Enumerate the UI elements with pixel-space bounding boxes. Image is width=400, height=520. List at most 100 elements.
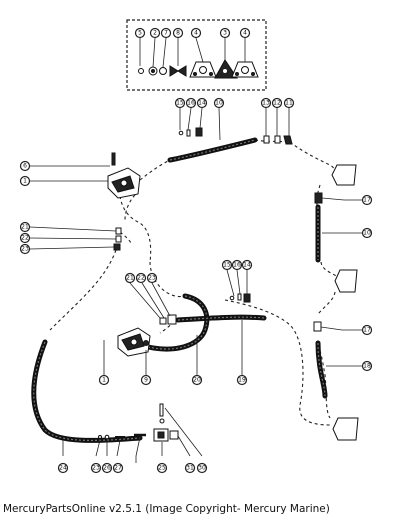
svg-text:23: 23 xyxy=(21,246,29,253)
svg-text:10: 10 xyxy=(215,100,223,107)
svg-text:7: 7 xyxy=(164,30,168,37)
svg-text:5: 5 xyxy=(138,30,142,37)
callout-22-middle: 22 xyxy=(135,272,147,284)
pump-screw xyxy=(111,152,116,166)
svg-text:22: 22 xyxy=(21,235,29,242)
svg-text:14: 14 xyxy=(243,262,251,269)
callout-23-bottom: 23 xyxy=(90,462,102,474)
callout-22-left: 22 xyxy=(19,232,31,244)
callout-16-top: 16 xyxy=(185,97,197,109)
callout-12: 12 xyxy=(271,97,283,109)
svg-text:17: 17 xyxy=(363,327,371,334)
svg-text:20: 20 xyxy=(193,377,201,384)
callout-4-kit-left: 4 xyxy=(190,27,202,39)
diaphragm-left xyxy=(189,61,217,78)
callout-11: 11 xyxy=(283,97,295,109)
callout-21-left: 21 xyxy=(19,221,31,233)
svg-text:17: 17 xyxy=(363,197,371,204)
svg-text:3: 3 xyxy=(223,30,227,37)
svg-text:6: 6 xyxy=(23,163,27,170)
svg-text:22: 22 xyxy=(137,275,145,282)
callout-15-top: 15 xyxy=(174,97,186,109)
callout-23-middle: 23 xyxy=(146,272,158,284)
callout-26-bottom-a: 26 xyxy=(101,462,113,474)
svg-text:9: 9 xyxy=(144,377,148,384)
callout-24: 24 xyxy=(57,462,69,474)
svg-text:4: 4 xyxy=(243,30,247,37)
callout-4-kit-right: 4 xyxy=(239,27,251,39)
svg-text:8: 8 xyxy=(176,30,180,37)
callout-2-kit: 2 xyxy=(149,27,161,39)
svg-text:2: 2 xyxy=(153,30,157,37)
callout-25: 25 xyxy=(156,462,168,474)
right-canister-top xyxy=(331,164,357,186)
hose-middle-upper xyxy=(137,293,210,352)
callout-30: 30 xyxy=(196,462,208,474)
upper-fuel-pump xyxy=(107,152,141,199)
svg-text:14: 14 xyxy=(198,100,206,107)
svg-text:4: 4 xyxy=(194,30,198,37)
callout-14-middle: 14 xyxy=(241,259,253,271)
svg-text:16: 16 xyxy=(233,262,241,269)
callout-23-left: 23 xyxy=(19,243,31,255)
middle-right-fittings xyxy=(229,293,251,303)
svg-text:24: 24 xyxy=(59,465,67,472)
svg-text:15: 15 xyxy=(223,262,231,269)
callout-6: 6 xyxy=(19,160,31,172)
diaphragm-center xyxy=(214,59,238,79)
callout-18: 18 xyxy=(361,360,373,372)
middle-fittings xyxy=(159,314,177,325)
svg-text:13: 13 xyxy=(262,100,270,107)
kit-inset-border xyxy=(126,19,267,91)
svg-text:11: 11 xyxy=(285,100,293,107)
hose-middle-lower xyxy=(175,314,267,323)
svg-text:1: 1 xyxy=(102,377,106,384)
svg-text:27: 27 xyxy=(114,465,122,472)
callout-10-right: 10 xyxy=(361,227,373,239)
callout-15-middle: 15 xyxy=(221,259,233,271)
callout-5-kit: 5 xyxy=(134,27,146,39)
fitting-17-lower xyxy=(313,321,322,332)
lower-fuel-pump xyxy=(117,327,151,357)
callout-8-kit: 8 xyxy=(172,27,184,39)
svg-text:30: 30 xyxy=(198,465,206,472)
valve-part xyxy=(159,67,167,75)
svg-text:26: 26 xyxy=(103,465,111,472)
svg-text:18: 18 xyxy=(363,363,371,370)
callout-14-top: 14 xyxy=(196,97,208,109)
svg-text:23: 23 xyxy=(148,275,156,282)
hose-long-left xyxy=(31,339,143,443)
callout-7-kit: 7 xyxy=(160,27,172,39)
right-canister-middle xyxy=(334,269,358,293)
svg-text:19: 19 xyxy=(238,377,246,384)
callout-19: 19 xyxy=(236,374,248,386)
svg-text:25: 25 xyxy=(158,465,166,472)
svg-text:31: 31 xyxy=(186,465,194,472)
callout-31: 31 xyxy=(184,462,196,474)
callout-17-lower: 17 xyxy=(361,324,373,336)
svg-text:21: 21 xyxy=(126,275,134,282)
svg-text:15: 15 xyxy=(176,100,184,107)
callout-1-lower: 1 xyxy=(98,374,110,386)
svg-text:12: 12 xyxy=(273,100,281,107)
callout-16-middle: 16 xyxy=(231,259,243,271)
hose-top xyxy=(167,127,258,163)
diaphragm-right xyxy=(231,61,259,78)
svg-text:23: 23 xyxy=(92,465,100,472)
right-canister-bottom xyxy=(332,417,359,441)
check-valve-part xyxy=(169,65,187,77)
kit-inset: 5 2 7 8 4 3 4 xyxy=(126,19,267,91)
callout-27: 27 xyxy=(112,462,124,474)
callout-17-upper: 17 xyxy=(361,194,373,206)
callout-20: 20 xyxy=(191,374,203,386)
callout-21-middle: 21 xyxy=(124,272,136,284)
fitting-17-upper xyxy=(314,192,323,204)
svg-text:10: 10 xyxy=(363,230,371,237)
svg-text:1: 1 xyxy=(23,178,27,185)
leader-lines xyxy=(29,107,345,457)
callout-9: 9 xyxy=(140,374,152,386)
callout-13: 13 xyxy=(260,97,272,109)
small-ring-part xyxy=(138,68,144,74)
svg-text:16: 16 xyxy=(187,100,195,107)
fuel-pump-exploded-diagram: 5 2 7 8 4 3 4 xyxy=(19,19,373,474)
